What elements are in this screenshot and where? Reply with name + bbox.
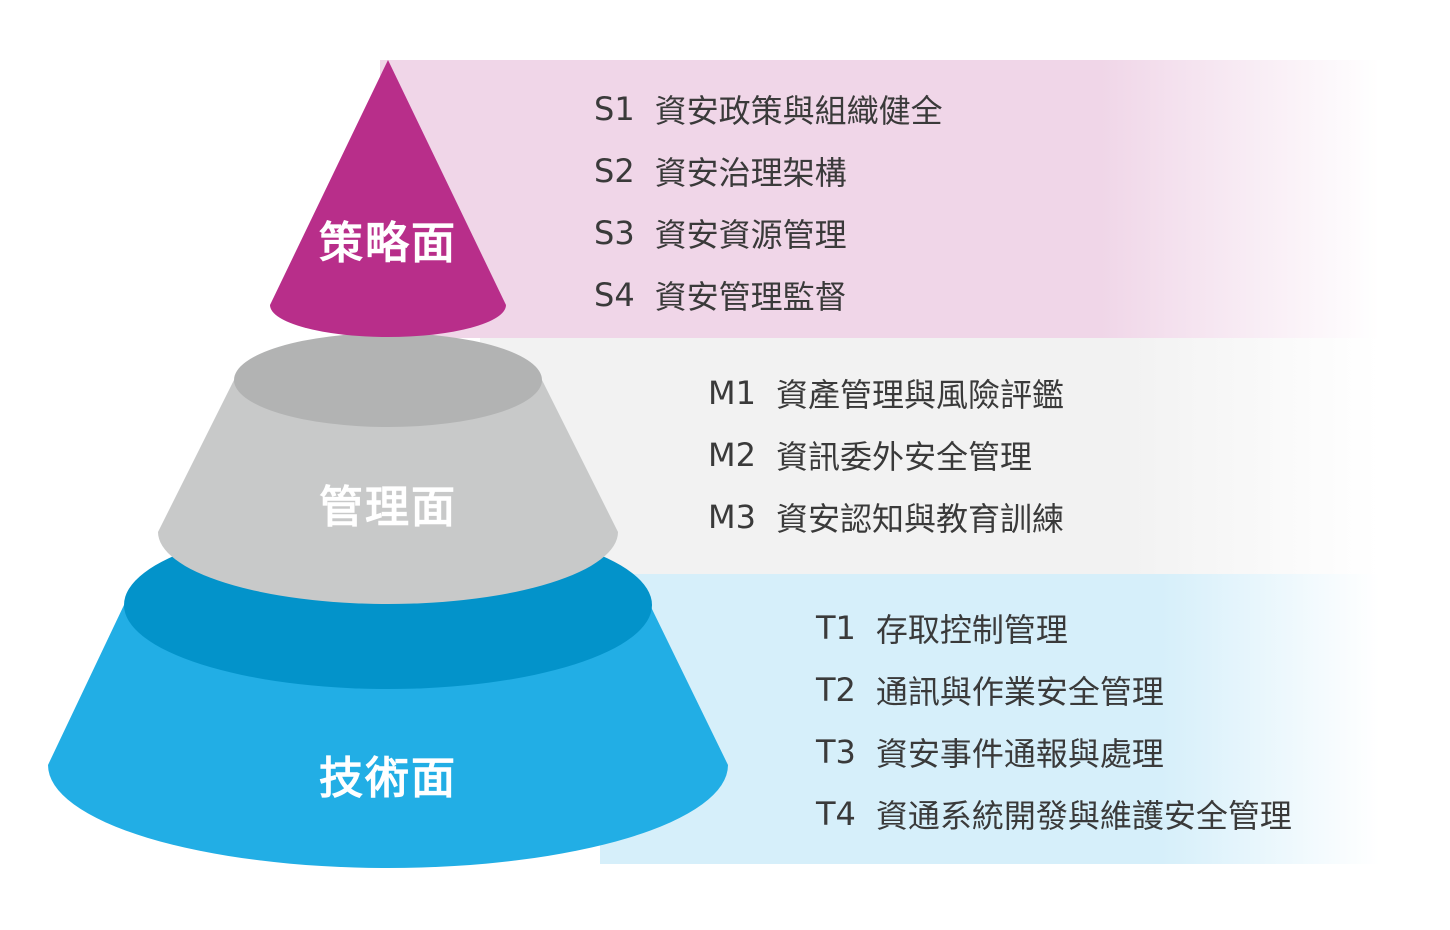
item-text: 資安認知與教育訓練 xyxy=(775,500,1064,538)
item-code: S4 xyxy=(594,276,635,314)
list-item: T1 存取控制管理 xyxy=(816,597,1292,659)
management-tier-shape xyxy=(158,380,618,604)
item-text: 資安事件通報與處理 xyxy=(875,735,1164,773)
item-code: S3 xyxy=(594,214,635,252)
strategy-tier-shape xyxy=(270,60,506,337)
tier-label-technical: 技術面 xyxy=(319,753,457,804)
technical-band xyxy=(600,574,1380,864)
item-text: 資產管理與風險評鑑 xyxy=(775,376,1064,414)
item-code: T1 xyxy=(816,609,856,647)
item-code: T2 xyxy=(816,671,856,709)
item-text: 通訊與作業安全管理 xyxy=(875,673,1164,711)
strategy-item-list: S1 資安政策與組織健全 S2 資安治理架構 S3 資安資源管理 S4 資安管理… xyxy=(594,78,943,326)
item-code: M3 xyxy=(708,498,756,536)
item-text: 資安政策與組織健全 xyxy=(654,92,943,130)
list-item: T3 資安事件通報與處理 xyxy=(816,721,1292,783)
technical-item-list: T1 存取控制管理 T2 通訊與作業安全管理 T3 資安事件通報與處理 T4 資… xyxy=(816,597,1292,845)
technical-tier-shape xyxy=(48,605,728,868)
list-item: M2 資訊委外安全管理 xyxy=(708,424,1064,486)
list-item: S1 資安政策與組織健全 xyxy=(594,78,943,140)
item-code: T4 xyxy=(816,795,856,833)
list-item: T4 資通系統開發與維護安全管理 xyxy=(816,783,1292,845)
tier-label-management: 管理面 xyxy=(319,482,457,533)
item-code: T3 xyxy=(816,733,856,771)
item-text: 資通系統開發與維護安全管理 xyxy=(875,797,1292,835)
item-text: 資訊委外安全管理 xyxy=(775,438,1032,476)
management-band xyxy=(480,338,1380,574)
item-code: M2 xyxy=(708,436,756,474)
list-item: M1 資產管理與風險評鑑 xyxy=(708,362,1064,424)
tier-label-strategy: 策略面 xyxy=(319,218,457,269)
item-text: 資安資源管理 xyxy=(654,216,847,254)
item-code: S2 xyxy=(594,152,635,190)
list-item: S2 資安治理架構 xyxy=(594,140,943,202)
list-item: S3 資安資源管理 xyxy=(594,202,943,264)
item-code: S1 xyxy=(594,90,635,128)
strategy-band xyxy=(380,60,1380,338)
list-item: S4 資安管理監督 xyxy=(594,264,943,326)
item-text: 資安治理架構 xyxy=(654,154,847,192)
item-text: 存取控制管理 xyxy=(875,611,1068,649)
list-item: M3 資安認知與教育訓練 xyxy=(708,486,1064,548)
management-tier-top xyxy=(234,333,542,427)
list-item: T2 通訊與作業安全管理 xyxy=(816,659,1292,721)
management-item-list: M1 資產管理與風險評鑑 M2 資訊委外安全管理 M3 資安認知與教育訓練 xyxy=(708,362,1064,548)
item-text: 資安管理監督 xyxy=(654,278,847,316)
item-code: M1 xyxy=(708,374,756,412)
